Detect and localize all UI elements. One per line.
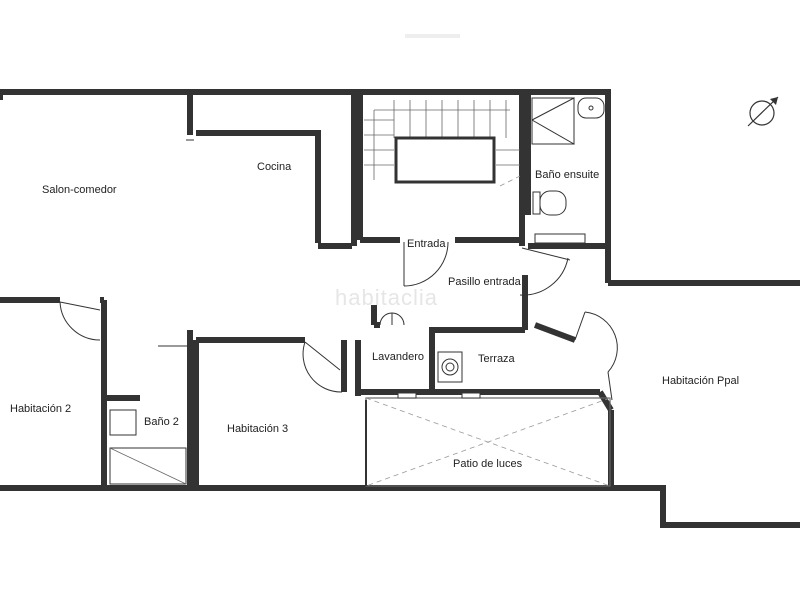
room-label-bano-ensuite: Baño ensuite <box>535 169 599 181</box>
patio-de-luces <box>365 392 611 487</box>
room-label-hab3: Habitación 3 <box>227 423 288 435</box>
room-label-hab-ppal: Habitación Ppal <box>662 375 739 387</box>
bano-ensuite-fixtures <box>531 97 605 244</box>
room-label-cocina: Cocina <box>257 161 292 173</box>
room-label-hab2: Habitación 2 <box>10 403 71 415</box>
outer-walls <box>0 89 800 528</box>
room-label-entrada: Entrada <box>407 238 446 250</box>
room-label-patio: Patio de luces <box>453 458 523 470</box>
doors <box>59 241 618 401</box>
room-label-salon: Salon-comedor <box>42 184 117 196</box>
room-label-pasillo: Pasillo entrada <box>448 276 522 288</box>
staircase <box>364 100 521 187</box>
compass-arrow-icon <box>747 96 779 127</box>
room-label-terraza: Terraza <box>478 353 516 365</box>
room-label-bano2: Baño 2 <box>144 416 179 428</box>
interior-walls <box>0 92 614 488</box>
bano2-fixtures <box>109 409 187 485</box>
watermark: habitaclia <box>335 285 438 310</box>
room-label-lavandero: Lavandero <box>372 351 424 363</box>
washing-machine <box>437 351 463 383</box>
